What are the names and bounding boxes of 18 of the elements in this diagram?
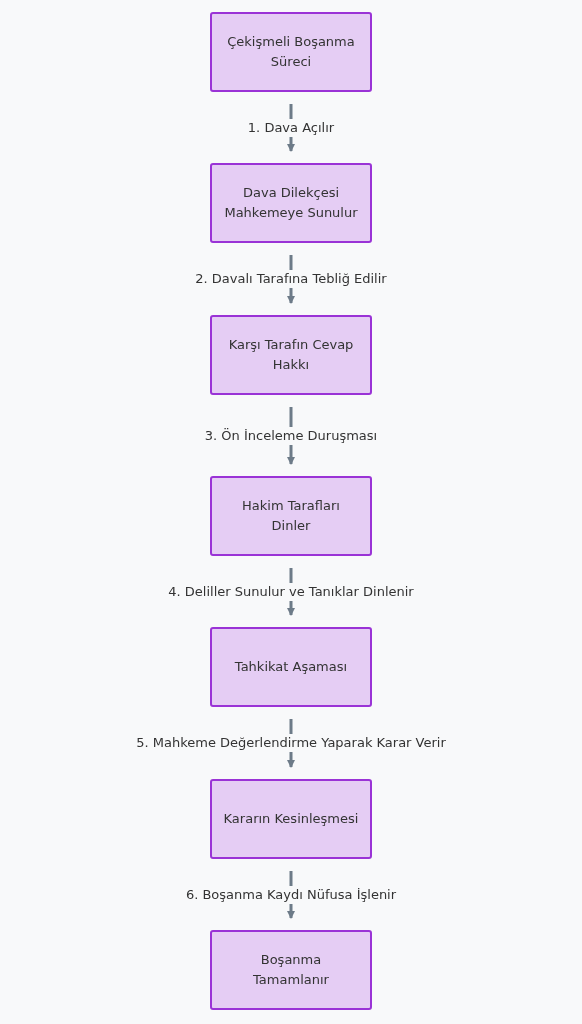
process-box (210, 315, 372, 395)
edge-label: 4. Deliller Sunulur ve Tanıklar Dinlenir (166, 582, 416, 601)
process-box (210, 476, 372, 556)
process-box (210, 12, 372, 92)
process-box (210, 930, 372, 1010)
edge-label: 5. Mahkeme Değerlendirme Yaparak Karar Verir (134, 734, 448, 752)
node-text: Kararın Kesinleşmesi (223, 810, 359, 828)
process-box (210, 779, 372, 859)
node-text: Dava Dilekçesi Mahkemeye Sunulur (223, 184, 359, 222)
process-box (210, 627, 372, 707)
edge-label: 6. Boşanma Kaydı Nüfusa İşlenir (183, 885, 399, 904)
node-text: Hakim Tarafları Dinler (241, 497, 341, 535)
node-text: Çekişmeli Boşanma Süreci (226, 33, 356, 71)
node-text: Boşanma Tamamlanır (252, 951, 330, 989)
process-box (210, 163, 372, 243)
node-text: Karşı Tarafın Cevap Hakkı (227, 336, 355, 374)
node-text: Tahkikat Aşaması (234, 658, 348, 676)
edge-label: 2. Davalı Tarafına Tebliğ Edilir (193, 270, 389, 288)
